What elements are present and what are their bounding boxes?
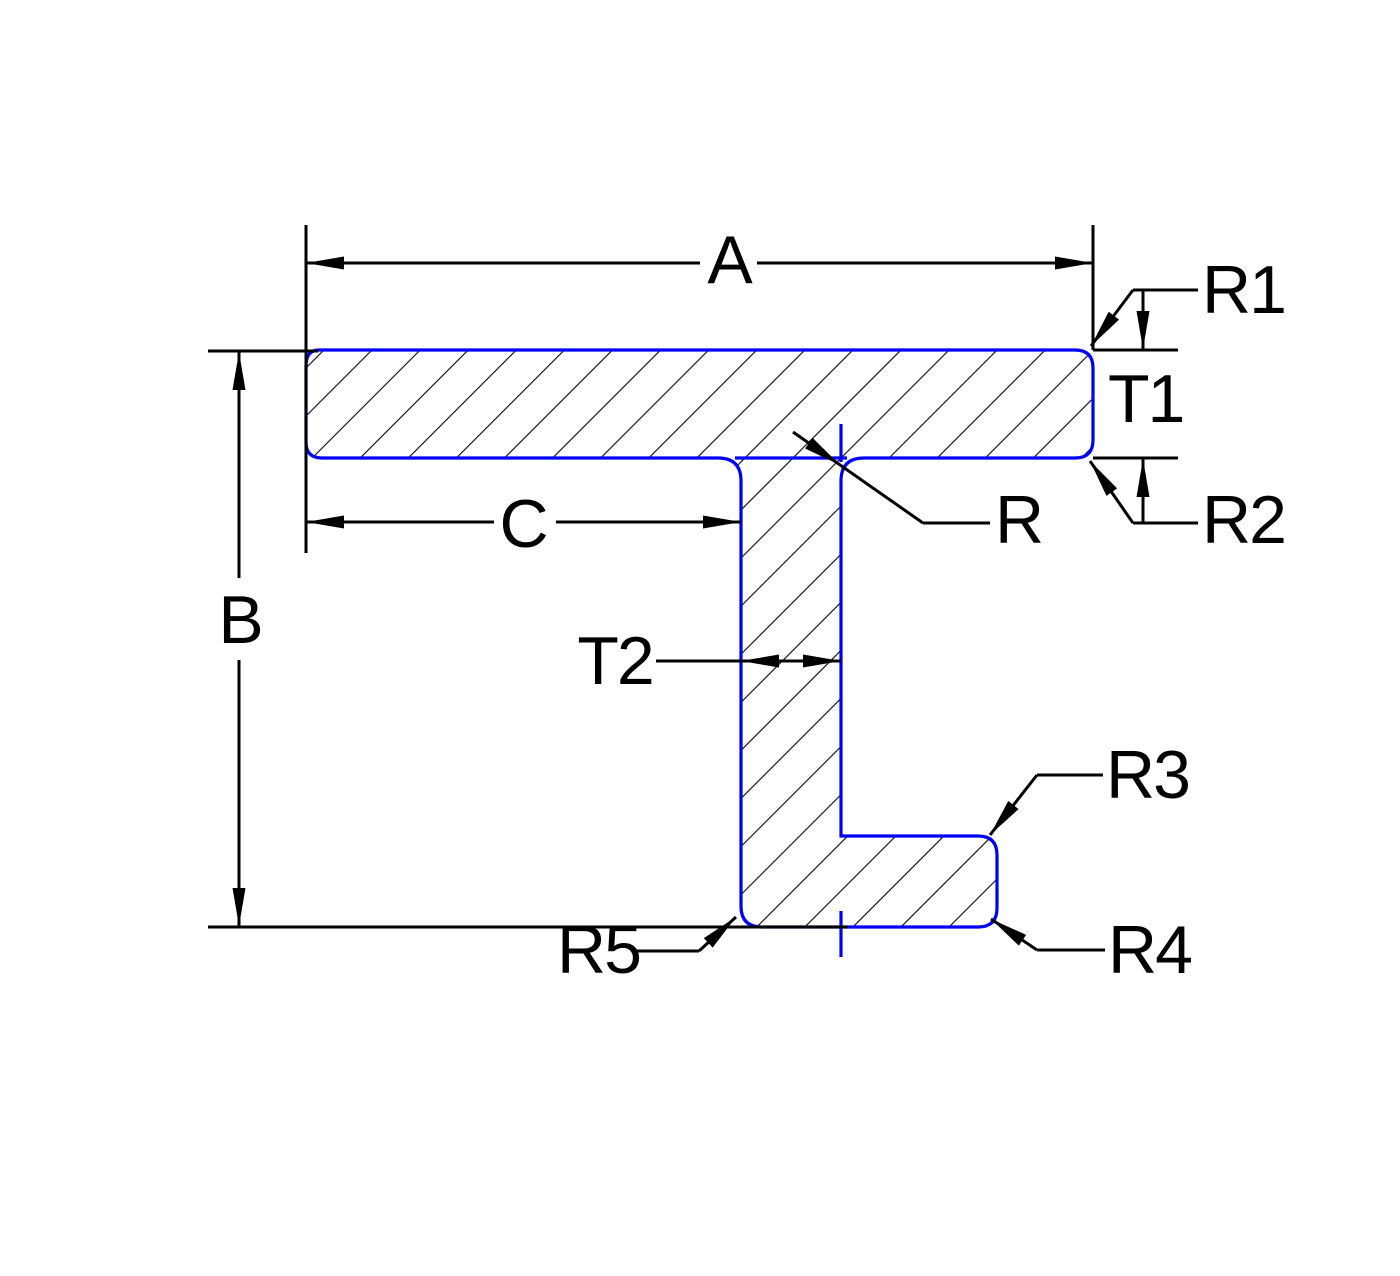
label-t1: T1: [1108, 361, 1183, 437]
arrow-r4-corner: [991, 919, 1027, 946]
label-c: C: [499, 486, 546, 562]
label-r3: R3: [1106, 737, 1189, 813]
dimension-arrowheads: [232, 256, 1150, 948]
arrow-r-fillet: [805, 437, 840, 465]
label-r5: R5: [557, 912, 640, 988]
arrow-t2-left: [741, 654, 779, 668]
arrow-a-right: [1055, 256, 1093, 270]
arrow-r1-corner: [1091, 311, 1120, 346]
arrow-a-left: [306, 256, 344, 270]
arrow-r2-corner: [1090, 461, 1118, 496]
label-t2: T2: [577, 623, 652, 699]
profile-outline: [304, 348, 1095, 929]
arrow-c-left: [306, 515, 344, 529]
arrow-b-up: [232, 352, 246, 390]
arrow-c-right: [703, 515, 741, 529]
label-r: R: [995, 482, 1042, 558]
arrow-b-down: [232, 888, 246, 926]
arrow-r5-corner: [703, 917, 736, 948]
profile-section: [304, 348, 1095, 957]
dimension-lines: [208, 225, 1198, 953]
arrow-r1-vertical: [1136, 311, 1150, 349]
label-r4: R4: [1108, 912, 1191, 988]
dimension-labels: A B C T1 T2 R R1 R2 R3 R4 R5: [218, 222, 1287, 988]
label-a: A: [707, 222, 753, 298]
arrow-r2-vertical: [1136, 459, 1150, 497]
arrow-t2-right: [803, 654, 841, 668]
arrow-r3-corner: [990, 801, 1019, 835]
label-b: B: [218, 582, 261, 658]
label-r1: R1: [1202, 252, 1285, 328]
label-r2: R2: [1202, 482, 1285, 558]
